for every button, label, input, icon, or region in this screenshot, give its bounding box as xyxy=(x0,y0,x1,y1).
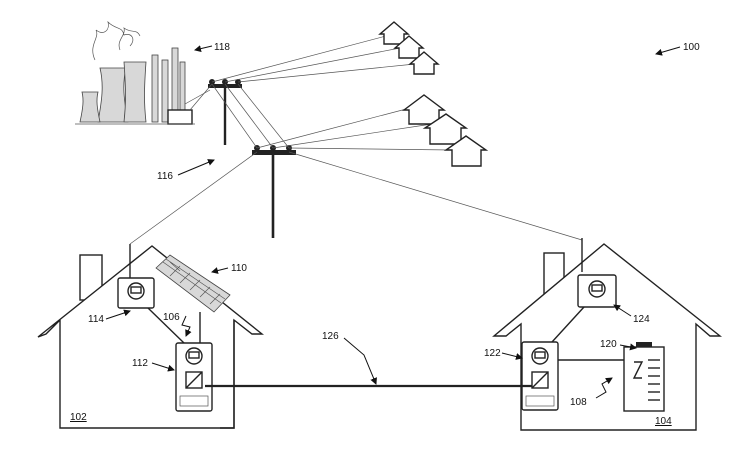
label-102: 102 xyxy=(70,412,87,423)
label-arrows xyxy=(105,45,681,399)
reference-labels: 100 118 116 110 114 106 112 126 122 120 … xyxy=(70,42,700,427)
small-houses-upper xyxy=(378,21,440,75)
battery xyxy=(623,342,665,412)
small-houses-lower xyxy=(401,94,489,167)
label-100: 100 xyxy=(683,42,700,53)
transmission-lines xyxy=(129,35,583,245)
label-110: 110 xyxy=(231,263,247,274)
house-left xyxy=(37,244,264,429)
label-122: 122 xyxy=(484,348,501,359)
inverter-left xyxy=(175,342,213,412)
meter-right xyxy=(577,274,617,308)
power-plant xyxy=(75,20,195,125)
label-118: 118 xyxy=(214,42,230,53)
label-108: 108 xyxy=(570,397,587,408)
label-106: 106 xyxy=(163,312,180,323)
label-124: 124 xyxy=(633,314,650,325)
label-120: 120 xyxy=(600,339,617,350)
solar-panel xyxy=(155,254,231,313)
label-116: 116 xyxy=(157,171,173,182)
inverter-right xyxy=(521,341,559,411)
label-112: 112 xyxy=(132,358,148,369)
label-104: 104 xyxy=(655,416,672,427)
utility-pole-lower xyxy=(252,145,296,238)
house-right xyxy=(492,238,723,431)
utility-pole-upper xyxy=(208,79,242,145)
label-114: 114 xyxy=(88,314,104,325)
label-126: 126 xyxy=(322,331,339,342)
meter-left xyxy=(117,277,155,309)
